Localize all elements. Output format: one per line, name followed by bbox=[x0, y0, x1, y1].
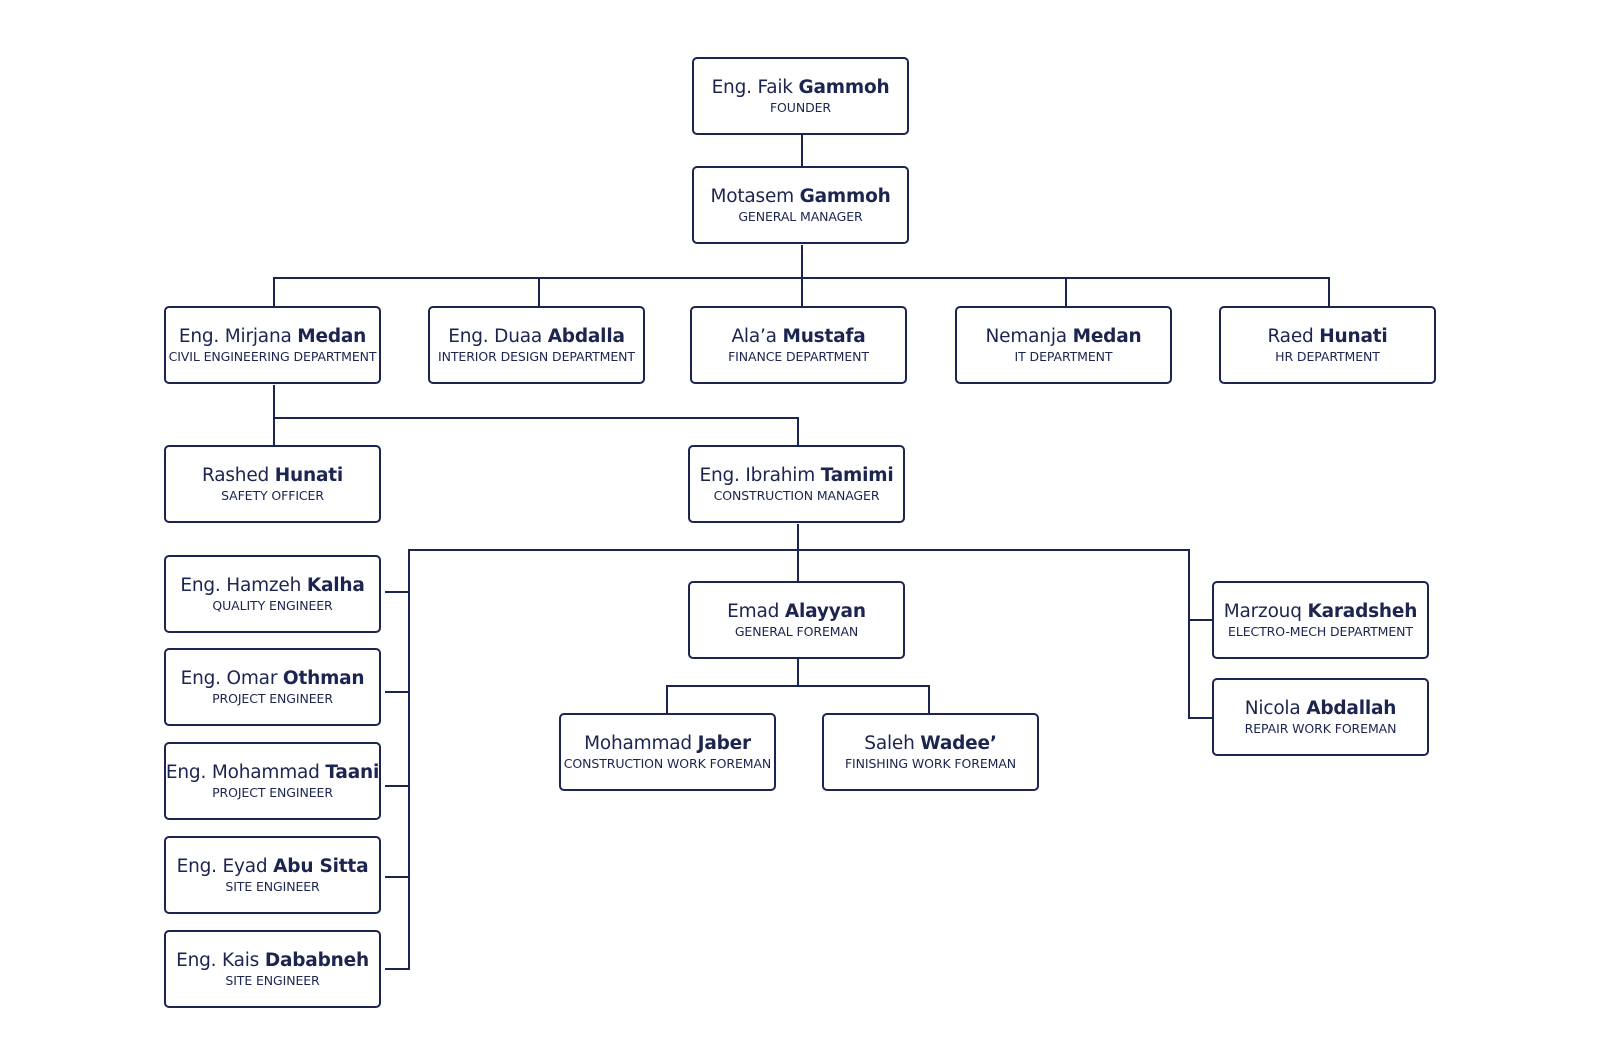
hr-name: Raed Hunati bbox=[1267, 325, 1388, 347]
general-foreman-role: GENERAL FOREMAN bbox=[734, 623, 859, 639]
project-engineer-1-role: PROJECT ENGINEER bbox=[212, 690, 333, 706]
project-engineer-1-name: Eng. Omar Othman bbox=[180, 667, 365, 689]
finishing-foreman-role: FINISHING WORK FOREMAN bbox=[844, 755, 1017, 771]
finance-role: FINANCE DEPARTMENT bbox=[728, 348, 869, 364]
interior-design-role: INTERIOR DESIGN DEPARTMENT bbox=[438, 348, 635, 364]
civil-engineering-role: CIVIL ENGINEERING DEPARTMENT bbox=[168, 348, 377, 364]
interior-design-box: Eng. Duaa Abdalla INTERIOR DESIGN DEPART… bbox=[428, 306, 645, 384]
it-role: IT DEPARTMENT bbox=[1014, 348, 1113, 364]
safety-officer-box: Rashed Hunati SAFETY OFFICER bbox=[164, 445, 381, 523]
general-foreman-box: Emad Alayyan GENERAL FOREMAN bbox=[688, 581, 905, 659]
general-foreman-name: Emad Alayyan bbox=[727, 600, 866, 622]
general-manager-name: Motasem Gammoh bbox=[710, 185, 891, 207]
site-engineer-1-name: Eng. Eyad Abu Sitta bbox=[176, 855, 369, 877]
safety-officer-role: SAFETY OFFICER bbox=[221, 487, 324, 503]
project-engineer-1-box: Eng. Omar Othman PROJECT ENGINEER bbox=[164, 648, 381, 726]
quality-engineer-box: Eng. Hamzeh Kalha QUALITY ENGINEER bbox=[164, 555, 381, 633]
project-engineer-2-box: Eng. Mohammad Taani PROJECT ENGINEER bbox=[164, 742, 381, 820]
finishing-foreman-box: Saleh Wadee’ FINISHING WORK FOREMAN bbox=[822, 713, 1039, 791]
hr-box: Raed Hunati HR DEPARTMENT bbox=[1219, 306, 1436, 384]
it-box: Nemanja Medan IT DEPARTMENT bbox=[955, 306, 1172, 384]
construction-foreman-box: Mohammad Jaber CONSTRUCTION WORK FOREMAN bbox=[559, 713, 776, 791]
it-name: Nemanja Medan bbox=[985, 325, 1142, 347]
construction-foreman-role: CONSTRUCTION WORK FOREMAN bbox=[563, 755, 772, 771]
repair-foreman-role: REPAIR WORK FOREMAN bbox=[1244, 720, 1397, 736]
site-engineer-2-name: Eng. Kais Dababneh bbox=[176, 949, 369, 971]
hr-role: HR DEPARTMENT bbox=[1275, 348, 1380, 364]
construction-manager-box: Eng. Ibrahim Tamimi CONSTRUCTION MANAGER bbox=[688, 445, 905, 523]
project-engineer-2-role: PROJECT ENGINEER bbox=[212, 784, 333, 800]
civil-engineering-name: Eng. Mirjana Medan bbox=[178, 325, 367, 347]
founder-name: Eng. Faik Gammoh bbox=[711, 76, 890, 98]
finance-box: Ala’a Mustafa FINANCE DEPARTMENT bbox=[690, 306, 907, 384]
general-manager-box: Motasem Gammoh GENERAL MANAGER bbox=[692, 166, 909, 244]
electro-mech-name: Marzouq Karadsheh bbox=[1223, 600, 1418, 622]
construction-manager-role: CONSTRUCTION MANAGER bbox=[713, 487, 880, 503]
construction-foreman-name: Mohammad Jaber bbox=[584, 732, 751, 754]
site-engineer-1-box: Eng. Eyad Abu Sitta SITE ENGINEER bbox=[164, 836, 381, 914]
construction-manager-name: Eng. Ibrahim Tamimi bbox=[699, 464, 894, 486]
founder-role: FOUNDER bbox=[769, 99, 832, 115]
site-engineer-2-box: Eng. Kais Dababneh SITE ENGINEER bbox=[164, 930, 381, 1008]
repair-foreman-box: Nicola Abdallah REPAIR WORK FOREMAN bbox=[1212, 678, 1429, 756]
repair-foreman-name: Nicola Abdallah bbox=[1244, 697, 1397, 719]
safety-officer-name: Rashed Hunati bbox=[201, 464, 344, 486]
electro-mech-role: ELECTRO-MECH DEPARTMENT bbox=[1228, 623, 1413, 639]
site-engineer-2-role: SITE ENGINEER bbox=[225, 972, 320, 988]
project-engineer-2-name: Eng. Mohammad Taani bbox=[165, 761, 380, 783]
civil-engineering-box: Eng. Mirjana Medan CIVIL ENGINEERING DEP… bbox=[164, 306, 381, 384]
electro-mech-box: Marzouq Karadsheh ELECTRO-MECH DEPARTMEN… bbox=[1212, 581, 1429, 659]
founder-box: Eng. Faik Gammoh FOUNDER bbox=[692, 57, 909, 135]
quality-engineer-role: QUALITY ENGINEER bbox=[212, 597, 333, 613]
finishing-foreman-name: Saleh Wadee’ bbox=[864, 732, 997, 754]
quality-engineer-name: Eng. Hamzeh Kalha bbox=[180, 574, 365, 596]
finance-name: Ala’a Mustafa bbox=[731, 325, 866, 347]
interior-design-name: Eng. Duaa Abdalla bbox=[448, 325, 625, 347]
site-engineer-1-role: SITE ENGINEER bbox=[225, 878, 320, 894]
general-manager-role: GENERAL MANAGER bbox=[738, 208, 863, 224]
